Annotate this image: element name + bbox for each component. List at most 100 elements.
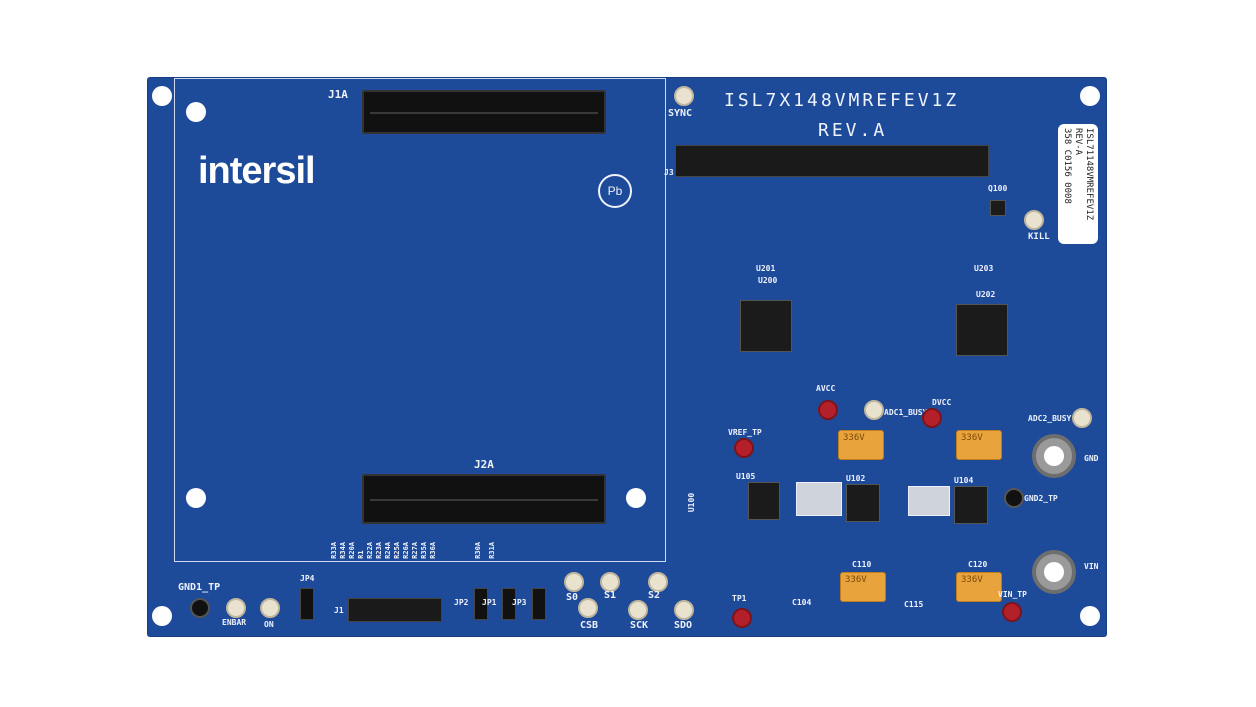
avcc-test-point[interactable]: [818, 400, 838, 420]
s0-test-point[interactable]: [564, 572, 584, 592]
resistor-label: R22A: [366, 542, 374, 559]
tp1-label: TP1: [732, 594, 747, 603]
adc2-busy-test-point[interactable]: [1072, 408, 1092, 428]
jumper-jp1[interactable]: [502, 588, 516, 620]
capacitor-c112: 336V: [838, 430, 884, 460]
gnd-label: GND: [1084, 454, 1099, 463]
u200-label: U200: [758, 276, 778, 285]
sync-test-point[interactable]: [674, 86, 694, 106]
resistor-label: R25A: [393, 542, 401, 559]
ic-u105: [748, 482, 780, 520]
pcb-board: intersil J1A J2A Pb ISL7X148VMREFEV1Z RE…: [148, 78, 1106, 636]
vref-label: VREF_TP: [728, 428, 762, 437]
adc-chip-u200: [740, 300, 792, 352]
kill-test-point[interactable]: [1024, 210, 1044, 230]
tp1-test-point[interactable]: [732, 608, 752, 628]
part-number-title: ISL7X148VMREFEV1Z: [724, 90, 960, 111]
gnd1-tp-label: GND1_TP: [178, 582, 221, 593]
capacitor-c110: 336V: [840, 572, 886, 602]
adc2-busy-label: ADC2_BUSY: [1028, 414, 1072, 423]
vref-test-point[interactable]: [734, 438, 754, 458]
connector-j1a: [362, 90, 606, 134]
jp1-label: JP1: [482, 598, 497, 607]
sticker-line3: 358 C0156 0008: [1062, 128, 1072, 204]
u102-label: U102: [846, 474, 866, 483]
dvcc-test-point[interactable]: [922, 408, 942, 428]
sck-test-point[interactable]: [628, 600, 648, 620]
intersil-logo: intersil: [198, 150, 316, 192]
csb-test-point[interactable]: [578, 598, 598, 618]
mounting-hole: [152, 86, 172, 106]
gnd2-test-point[interactable]: [1004, 488, 1024, 508]
u105-label: U105: [736, 472, 756, 481]
s0-label: S0: [566, 592, 579, 603]
s2-label: S2: [648, 590, 661, 601]
resistor-label: R34A: [339, 542, 347, 559]
capacitor-c122: 336V: [956, 430, 1002, 460]
adc1-busy-test-point[interactable]: [864, 400, 884, 420]
jp4-label: JP4: [300, 574, 315, 583]
u100-label: U100: [687, 492, 697, 513]
jumper-jp4[interactable]: [300, 588, 314, 620]
jumper-jp3[interactable]: [532, 588, 546, 620]
enbar-test-point[interactable]: [226, 598, 246, 618]
c120-label: C120: [968, 560, 988, 569]
mounting-hole: [186, 488, 206, 508]
mounting-hole: [152, 606, 172, 626]
enbar-label: ENBAR: [222, 618, 247, 627]
sync-label: SYNC: [668, 108, 693, 119]
resistor-pair: R30A R31A: [474, 542, 496, 559]
ic-u102: [846, 484, 880, 522]
csb-label: CSB: [580, 620, 599, 631]
vin-test-point[interactable]: [1002, 602, 1022, 622]
sdo-label: SDO: [674, 620, 693, 631]
resistor-label: R26A: [402, 542, 410, 559]
header-j1: [348, 598, 442, 622]
resistor-label: R35A: [420, 542, 428, 559]
q100-label: Q100: [988, 184, 1008, 193]
gnd1-test-point[interactable]: [190, 598, 210, 618]
avcc-label: AVCC: [816, 384, 836, 393]
c115-label: C115: [904, 600, 924, 609]
j1-label: J1: [334, 606, 344, 615]
u202-label: U202: [976, 290, 996, 299]
resistor-label: R31A: [488, 542, 496, 559]
pb-free-icon: Pb: [598, 174, 632, 208]
sticker-line1: ISL71148VMREFEV1Z: [1084, 128, 1094, 221]
on-label: ON: [264, 620, 274, 629]
resistor-label: R1: [357, 550, 365, 559]
sck-label: SCK: [630, 620, 649, 631]
sticker-line2: REV-A: [1073, 128, 1083, 156]
jp3-label: JP3: [512, 598, 527, 607]
adc1-busy-label: ADC1_BUSY: [884, 408, 928, 417]
vin-banana-jack[interactable]: [1032, 550, 1076, 594]
resistor-label: R27A: [411, 542, 419, 559]
u203-label: U203: [974, 264, 994, 273]
serial-sticker: ISL71148VMREFEV1Z REV-A 358 C0156 0008: [1058, 124, 1098, 244]
s1-label: S1: [604, 590, 617, 601]
c104-label: C104: [792, 598, 812, 607]
s2-test-point[interactable]: [648, 572, 668, 592]
resistor-label: R20A: [348, 542, 356, 559]
kill-label: KILL: [1028, 232, 1050, 242]
connector-j2a: [362, 474, 606, 524]
j1a-label: J1A: [328, 88, 348, 101]
u201-label: U201: [756, 264, 776, 273]
dvcc-label: DVCC: [932, 398, 952, 407]
on-test-point[interactable]: [260, 598, 280, 618]
j3-label: J3: [664, 168, 674, 177]
capacitor-c120: 336V: [956, 572, 1002, 602]
adc-chip-u202: [956, 304, 1008, 356]
gnd-banana-jack[interactable]: [1032, 434, 1076, 478]
resistor-label: R23A: [375, 542, 383, 559]
jp2-label: JP2: [454, 598, 469, 607]
ldo-pad-u101: [796, 482, 842, 516]
sdo-test-point[interactable]: [674, 600, 694, 620]
jumper-jp2[interactable]: [474, 588, 488, 620]
u104-label: U104: [954, 476, 974, 485]
s1-test-point[interactable]: [600, 572, 620, 592]
ic-u104: [954, 486, 988, 524]
resistor-label: R36A: [429, 542, 437, 559]
mounting-hole: [626, 488, 646, 508]
header-j3: [675, 145, 989, 177]
